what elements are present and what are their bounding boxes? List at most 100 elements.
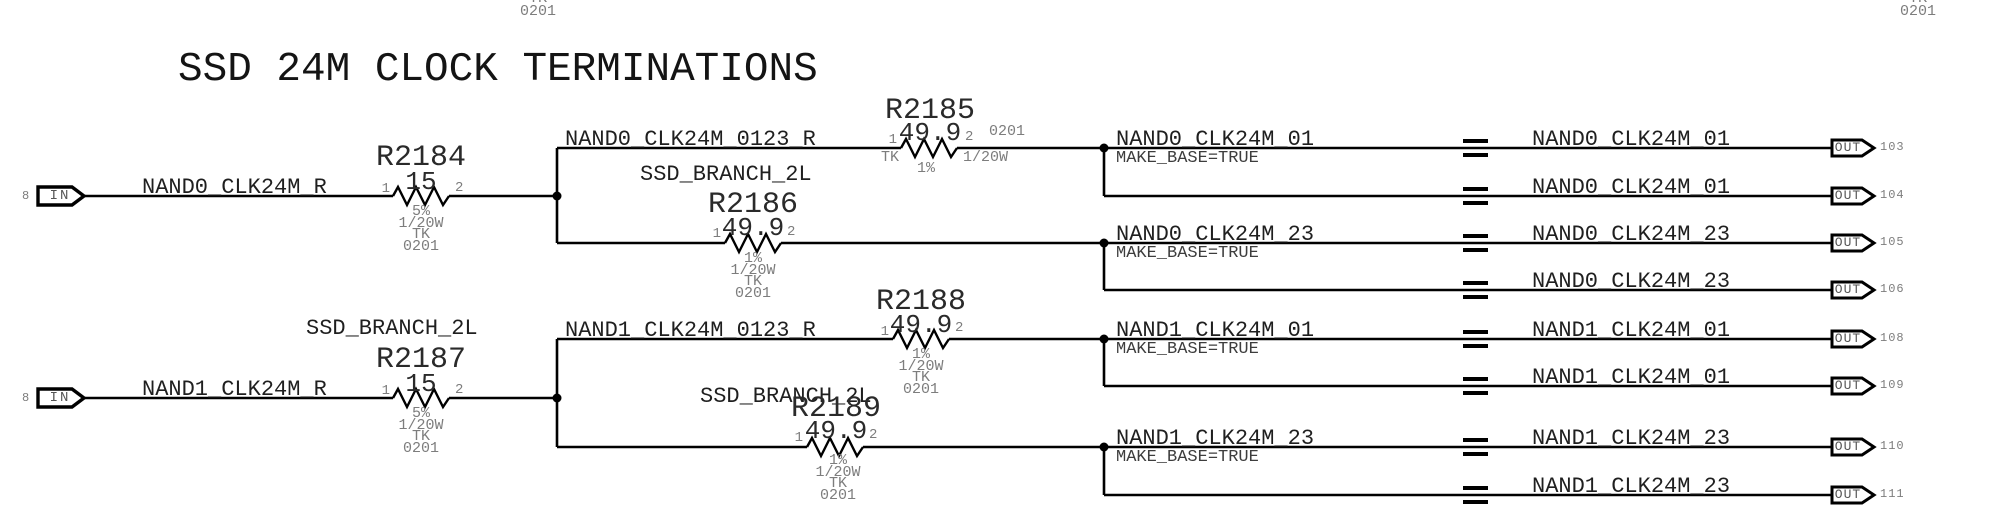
resistor-r2184-attributes: 5% 1/20W TK 0201 xyxy=(398,203,443,255)
output-pin-number: 105 xyxy=(1880,235,1905,249)
output-net-label-right[interactable]: NAND1_CLK24M_23 xyxy=(1532,426,1731,451)
out-port-symbol[interactable] xyxy=(1830,186,1877,206)
out-port-symbol[interactable] xyxy=(1830,138,1877,158)
attribute-line: 0201 xyxy=(989,123,1026,140)
in-port-symbol[interactable] xyxy=(36,185,87,207)
branch-tag-label: SSD_BRANCH_2L xyxy=(700,384,872,409)
resistor-r2187-refdes: R2187 xyxy=(375,343,467,377)
out-port-symbol[interactable] xyxy=(1830,329,1877,349)
resistor-r2187-attributes: 5% 1/20W TK 0201 xyxy=(398,406,443,457)
attribute-line: TK xyxy=(743,273,763,291)
out-port-label: OUT xyxy=(1834,140,1862,155)
make-base-property: MAKE_BASE=TRUE xyxy=(1116,244,1259,263)
output-net-label-right[interactable]: NAND1_CLK24M_01 xyxy=(1532,365,1731,390)
edge-fragment-tk: TK xyxy=(1909,0,1927,6)
resistor-r2184-value: 15 xyxy=(405,167,437,197)
output-pin-number: 109 xyxy=(1880,378,1905,392)
input-pin-number: 8 xyxy=(22,189,31,203)
resistor-pin-number: 2 xyxy=(965,129,974,145)
output-net-label-right[interactable]: NAND1_CLK24M_01 xyxy=(1532,318,1731,343)
make-base-property: MAKE_BASE=TRUE xyxy=(1116,340,1259,359)
output-net-label-left[interactable]: NAND1_CLK24M_01 xyxy=(1116,318,1315,343)
output-net-label-right[interactable]: NAND0_CLK24M_01 xyxy=(1532,127,1731,152)
junction-dot xyxy=(1099,334,1109,344)
resistor-pin-number: 1 xyxy=(880,324,889,340)
in-port-symbol[interactable] xyxy=(36,387,87,409)
branch-net-label[interactable]: NAND1_CLK24M_0123_R xyxy=(565,318,816,343)
output-net-label-right[interactable]: NAND1_CLK24M_23 xyxy=(1532,474,1731,499)
resistor-r2189-attributes: 1% 1/20W TK 0201 xyxy=(815,452,861,504)
resistor-r2185-symbol[interactable] xyxy=(899,136,958,160)
output-net-label-left[interactable]: NAND0_CLK24M_23 xyxy=(1116,222,1315,247)
make-base-property: MAKE_BASE=TRUE xyxy=(1116,149,1259,168)
resistor-r2186-value: 49.9 xyxy=(721,213,785,243)
attribute-line: 0201 xyxy=(402,439,440,457)
out-port-label: OUT xyxy=(1834,282,1862,297)
resistor-r2187-symbol[interactable] xyxy=(391,386,450,410)
junction-dot xyxy=(552,191,562,201)
branch-net-label[interactable]: NAND0_CLK24M_0123_R xyxy=(565,127,816,152)
output-pin-number: 104 xyxy=(1880,188,1905,202)
output-net-label-right[interactable]: NAND0_CLK24M_01 xyxy=(1532,175,1731,200)
resistor-r2189-value: 49.9 xyxy=(804,416,868,446)
in-port-label: IN xyxy=(49,188,71,204)
attribute-line: 5% xyxy=(411,203,431,220)
attribute-line: 0201 xyxy=(902,380,940,398)
output-net-label-left[interactable]: NAND0_CLK24M_01 xyxy=(1116,127,1315,152)
out-port-symbol[interactable] xyxy=(1830,485,1877,505)
input-net-label[interactable]: NAND0_CLK24M_R xyxy=(142,175,327,200)
page-title: SSD 24M CLOCK TERMINATIONS xyxy=(178,47,818,93)
resistor-r2188-value: 49.9 xyxy=(889,310,953,340)
attribute-line: 1% xyxy=(911,346,931,363)
attribute-line: 1/20W xyxy=(898,357,944,375)
output-pin-number: 103 xyxy=(1880,140,1905,154)
wire-net-bottom xyxy=(84,337,1832,449)
attribute-line: 1/20W xyxy=(815,463,861,481)
resistor-r2186-attributes: 1% 1/20W TK 0201 xyxy=(730,250,775,300)
attribute-line: 0201 xyxy=(402,237,440,255)
junction-dot xyxy=(1099,442,1109,452)
branch-tag-label: SSD_BRANCH_2L xyxy=(640,162,812,187)
resistor-r2186-refdes: R2186 xyxy=(707,188,799,222)
make-base-property: MAKE_BASE=TRUE xyxy=(1116,448,1259,467)
attribute-line: 0201 xyxy=(819,486,857,504)
input-pin-number: 8 xyxy=(22,391,31,405)
junction-dot xyxy=(552,393,562,403)
attribute-line: 1% xyxy=(743,250,763,267)
out-port-symbol[interactable] xyxy=(1830,233,1877,253)
attribute-line: TK xyxy=(411,428,431,446)
resistor-pin-number: 1 xyxy=(381,181,390,197)
wire-output-branches xyxy=(1102,148,1832,497)
resistor-pin-number: 2 xyxy=(455,382,464,398)
input-net-label[interactable]: NAND1_CLK24M_R xyxy=(142,377,327,402)
out-port-label: OUT xyxy=(1834,235,1862,250)
resistor-r2188-symbol[interactable] xyxy=(891,327,950,351)
resistor-pin-number: 2 xyxy=(955,320,964,336)
attribute-line: 1% xyxy=(917,160,936,177)
resistor-pin-number: 1 xyxy=(381,383,390,399)
output-net-label-right[interactable]: NAND0_CLK24M_23 xyxy=(1532,269,1731,294)
out-port-symbol[interactable] xyxy=(1830,437,1877,457)
out-port-symbol[interactable] xyxy=(1830,280,1877,300)
resistor-r2188-attributes: 1% 1/20W TK 0201 xyxy=(898,346,944,398)
resistor-r2188-refdes: R2188 xyxy=(875,285,967,319)
output-net-label-right[interactable]: NAND0_CLK24M_23 xyxy=(1532,222,1731,247)
out-port-label: OUT xyxy=(1834,487,1862,502)
resistor-r2184-refdes: R2184 xyxy=(375,141,467,175)
resistor-r2189-symbol[interactable] xyxy=(805,435,864,459)
resistor-pin-number: 1 xyxy=(888,132,897,148)
out-port-label: OUT xyxy=(1834,188,1862,203)
output-net-label-left[interactable]: NAND1_CLK24M_23 xyxy=(1116,426,1315,451)
net-tie-symbol xyxy=(1463,139,1488,504)
resistor-pin-number: 1 xyxy=(794,430,803,446)
out-port-symbol[interactable] xyxy=(1830,376,1877,396)
resistor-r2187-value: 15 xyxy=(405,369,437,399)
output-pin-number: 106 xyxy=(1880,282,1905,296)
attribute-line: TK xyxy=(411,226,431,244)
branch-tag-label: SSD_BRANCH_2L xyxy=(306,316,478,341)
attribute-line: 1% xyxy=(828,452,848,469)
resistor-r2186-symbol[interactable] xyxy=(723,231,782,255)
resistor-r2184-symbol[interactable] xyxy=(391,184,450,208)
junction-dot xyxy=(1099,143,1109,153)
